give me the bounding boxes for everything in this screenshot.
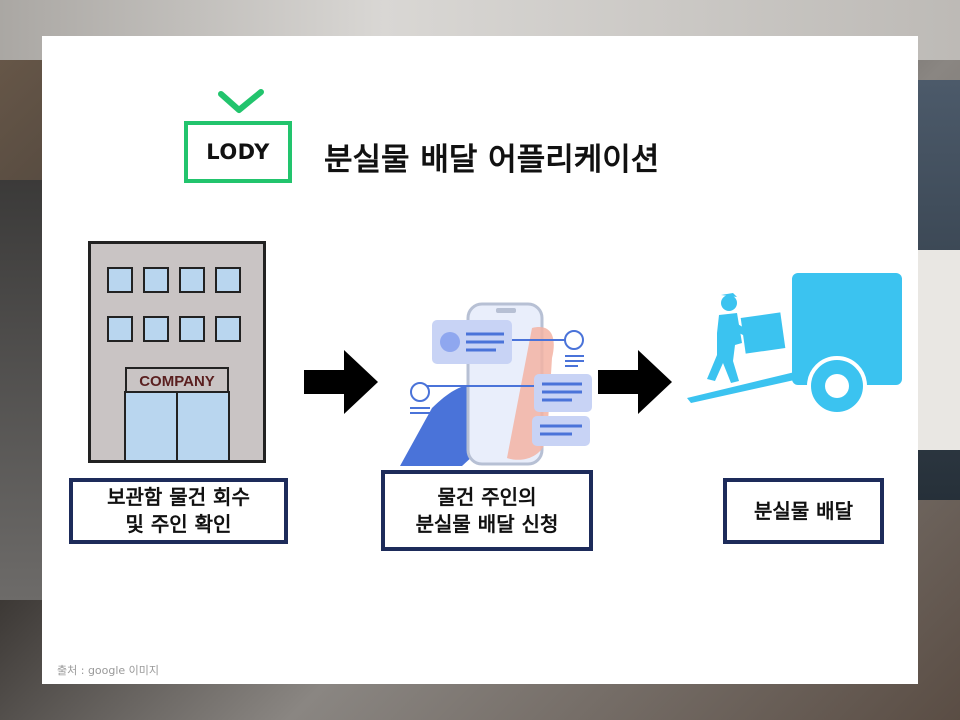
step-label-request: 물건 주인의 분실물 배달 신청: [381, 470, 593, 551]
background-device: [0, 180, 42, 600]
right-arrow-icon: [598, 350, 672, 414]
logo: LODY: [184, 121, 292, 183]
company-building-icon: COMPANY: [88, 241, 266, 463]
step-label-line: 및 주인 확인: [125, 512, 232, 536]
delivery-truck-icon: [687, 273, 902, 416]
step-label-line: 분실물 배달 신청: [415, 511, 559, 536]
right-arrow-icon: [304, 350, 378, 414]
step-label-line: 보관함 물건 회수: [107, 485, 250, 509]
step-label-line: 물건 주인의: [437, 484, 537, 509]
step-label-retrieve: 보관함 물건 회수 및 주인 확인: [69, 478, 288, 544]
slide-title: 분실물 배달 어플리케이션: [324, 142, 660, 178]
background-calendar-pad: [918, 250, 960, 450]
slide: LODY 분실물 배달 어플리케이션 COMPANY: [42, 36, 918, 684]
checkmark-icon: [218, 89, 264, 113]
logo-text: LODY: [206, 140, 270, 164]
company-sign: COMPANY: [139, 373, 215, 390]
step-label-line: 분실물 배달: [754, 498, 853, 523]
phone-app-icon: [400, 302, 592, 466]
source-caption: 출처 : google 이미지: [57, 664, 160, 677]
step-label-deliver: 분실물 배달: [723, 478, 884, 544]
